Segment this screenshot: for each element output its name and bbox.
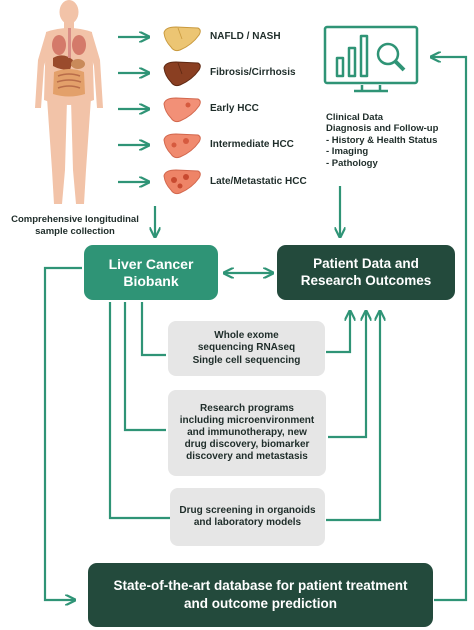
drug-screening-box: Drug screening in organoids and laborato… <box>170 488 325 546</box>
outcomes-label: Patient Data and Research Outcomes <box>300 256 432 288</box>
sequencing-box: Whole exome sequencing RNAseq Single cel… <box>168 321 325 376</box>
stage-early-hcc: Early HCC <box>210 103 259 114</box>
liver-icon-early-hcc <box>163 97 201 123</box>
return-from-drug-screening <box>326 312 380 522</box>
stage-fibrosis: Fibrosis/Cirrhosis <box>210 67 296 78</box>
branch-to-sequencing <box>140 302 166 357</box>
sequencing-label: Whole exome sequencing RNAseq Single cel… <box>192 330 301 366</box>
liver-icon-intermediate-hcc <box>163 133 201 159</box>
stage-nafld: NAFLD / NASH <box>210 31 281 42</box>
database-label: State-of-the-art database for patient tr… <box>113 578 408 611</box>
human-body-icon <box>35 0 103 204</box>
branch-to-research <box>123 302 166 432</box>
arrow-biobank-to-database <box>43 266 82 600</box>
research-programs-label: Research programs including microenviron… <box>179 402 315 463</box>
liver-icon-late-hcc <box>163 169 201 195</box>
clinical-item-history: - History & Health Status <box>326 134 438 146</box>
return-from-sequencing <box>326 312 350 354</box>
arrow-database-to-clinical <box>432 57 468 602</box>
clinical-item-pathology: - Pathology <box>326 157 378 169</box>
branch-to-drug-screening <box>108 302 170 520</box>
analytics-monitor-icon <box>323 25 419 93</box>
clinical-data-block: Clinical Data Diagnosis and Follow-up - … <box>326 112 438 169</box>
liver-icon-fibrosis <box>163 61 201 87</box>
liver-icon-nafld <box>163 26 201 52</box>
stage-intermediate-hcc: Intermediate HCC <box>210 139 294 150</box>
clinical-item-imaging: - Imaging <box>326 146 369 158</box>
collection-caption: Comprehensive longitudinal sample collec… <box>11 214 139 237</box>
patient-data-outcomes-box: Patient Data and Research Outcomes <box>277 245 455 300</box>
liver-cancer-biobank-box: Liver Cancer Biobank <box>84 245 218 300</box>
drug-screening-label: Drug screening in organoids and laborato… <box>179 504 316 528</box>
clinical-subtitle: Diagnosis and Follow-up <box>326 123 439 135</box>
clinical-title: Clinical Data <box>326 112 384 123</box>
stage-late-hcc: Late/Metastatic HCC <box>210 176 307 187</box>
research-programs-box: Research programs including microenviron… <box>168 390 326 476</box>
return-from-research <box>328 312 366 439</box>
biobank-label: Liver Cancer Biobank <box>108 255 194 289</box>
database-box: State-of-the-art database for patient tr… <box>88 563 433 627</box>
